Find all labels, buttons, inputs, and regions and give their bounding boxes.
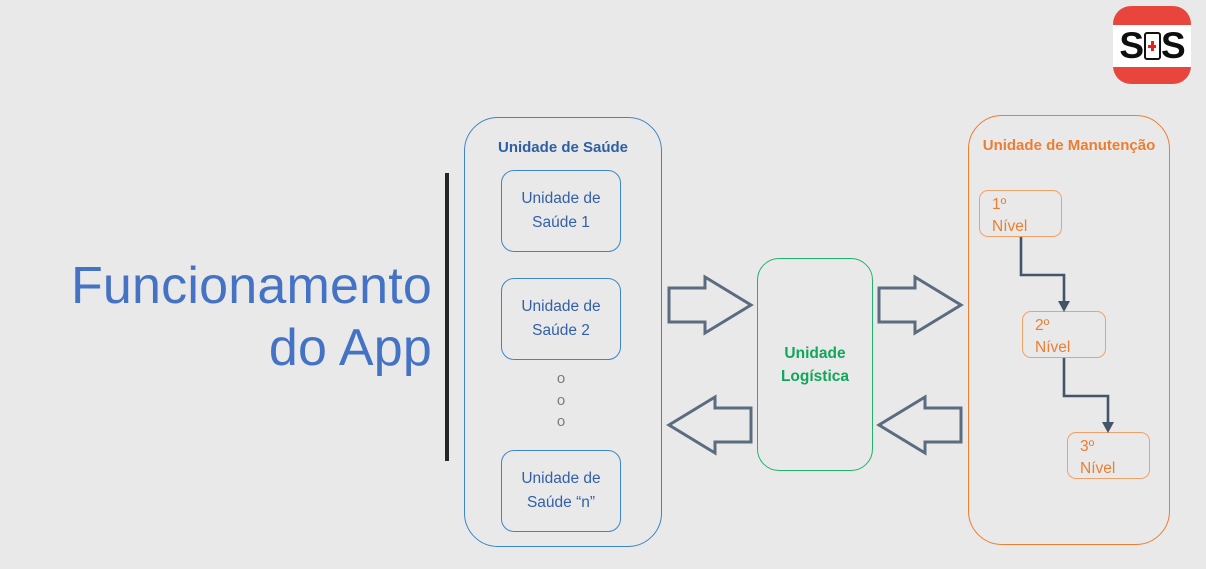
logo-band: S S [1113,25,1191,67]
maintenance-level-1-ordinal: 1º [992,196,1007,213]
page-title-line-2: do App [268,319,432,377]
cross-icon-vertical [1150,41,1154,51]
ellipsis-dot-1: o [556,370,566,387]
health-unit-panel: Unidade de Saúde [464,117,662,547]
health-unit-box-2[interactable]: Unidade de Saúde 2 [501,278,621,360]
vertical-divider [445,173,449,461]
ellipsis-dot-3: o [556,413,566,430]
maintenance-level-2-ordinal: 2º [1035,317,1050,334]
arrow-maintenance-to-logistics [876,394,963,456]
ellipsis-dot-2: o [556,391,566,409]
health-unit-panel-title: Unidade de Saúde [497,139,629,156]
maintenance-level-1-label: Nível [992,218,1028,235]
page-title: Funcionamento do App [40,255,432,379]
maintenance-level-3-label: Nível [1080,460,1116,477]
health-unit-box-1[interactable]: Unidade de Saúde 1 [501,170,621,252]
maintenance-unit-panel: Unidade de Manutenção [968,115,1170,545]
sos-app-logo: S S [1113,6,1191,84]
logo-letter-left: S [1119,25,1144,66]
maintenance-level-box-2[interactable]: 2º Nível [1022,311,1106,358]
maintenance-level-box-3[interactable]: 3º Nível [1067,432,1150,479]
maintenance-level-2-label: Nível [1035,339,1071,356]
maintenance-level-box-1[interactable]: 1º Nível [979,190,1062,237]
maintenance-level-3-ordinal: 3º [1080,438,1095,455]
health-unit-ellipsis: o o o [501,368,621,433]
logo-letter-right: S [1161,25,1186,66]
arrow-logistics-to-maintenance [877,274,964,336]
arrow-health-to-logistics [667,274,754,336]
maintenance-unit-panel-title: Unidade de Manutenção [982,137,1156,154]
arrow-logistics-to-health [666,394,753,456]
page-title-line-1: Funcionamento [70,257,432,315]
phone-icon [1143,32,1161,60]
logistics-unit-box[interactable]: Unidade Logística [757,258,873,471]
health-unit-box-n[interactable]: Unidade de Saúde “n” [501,450,621,532]
